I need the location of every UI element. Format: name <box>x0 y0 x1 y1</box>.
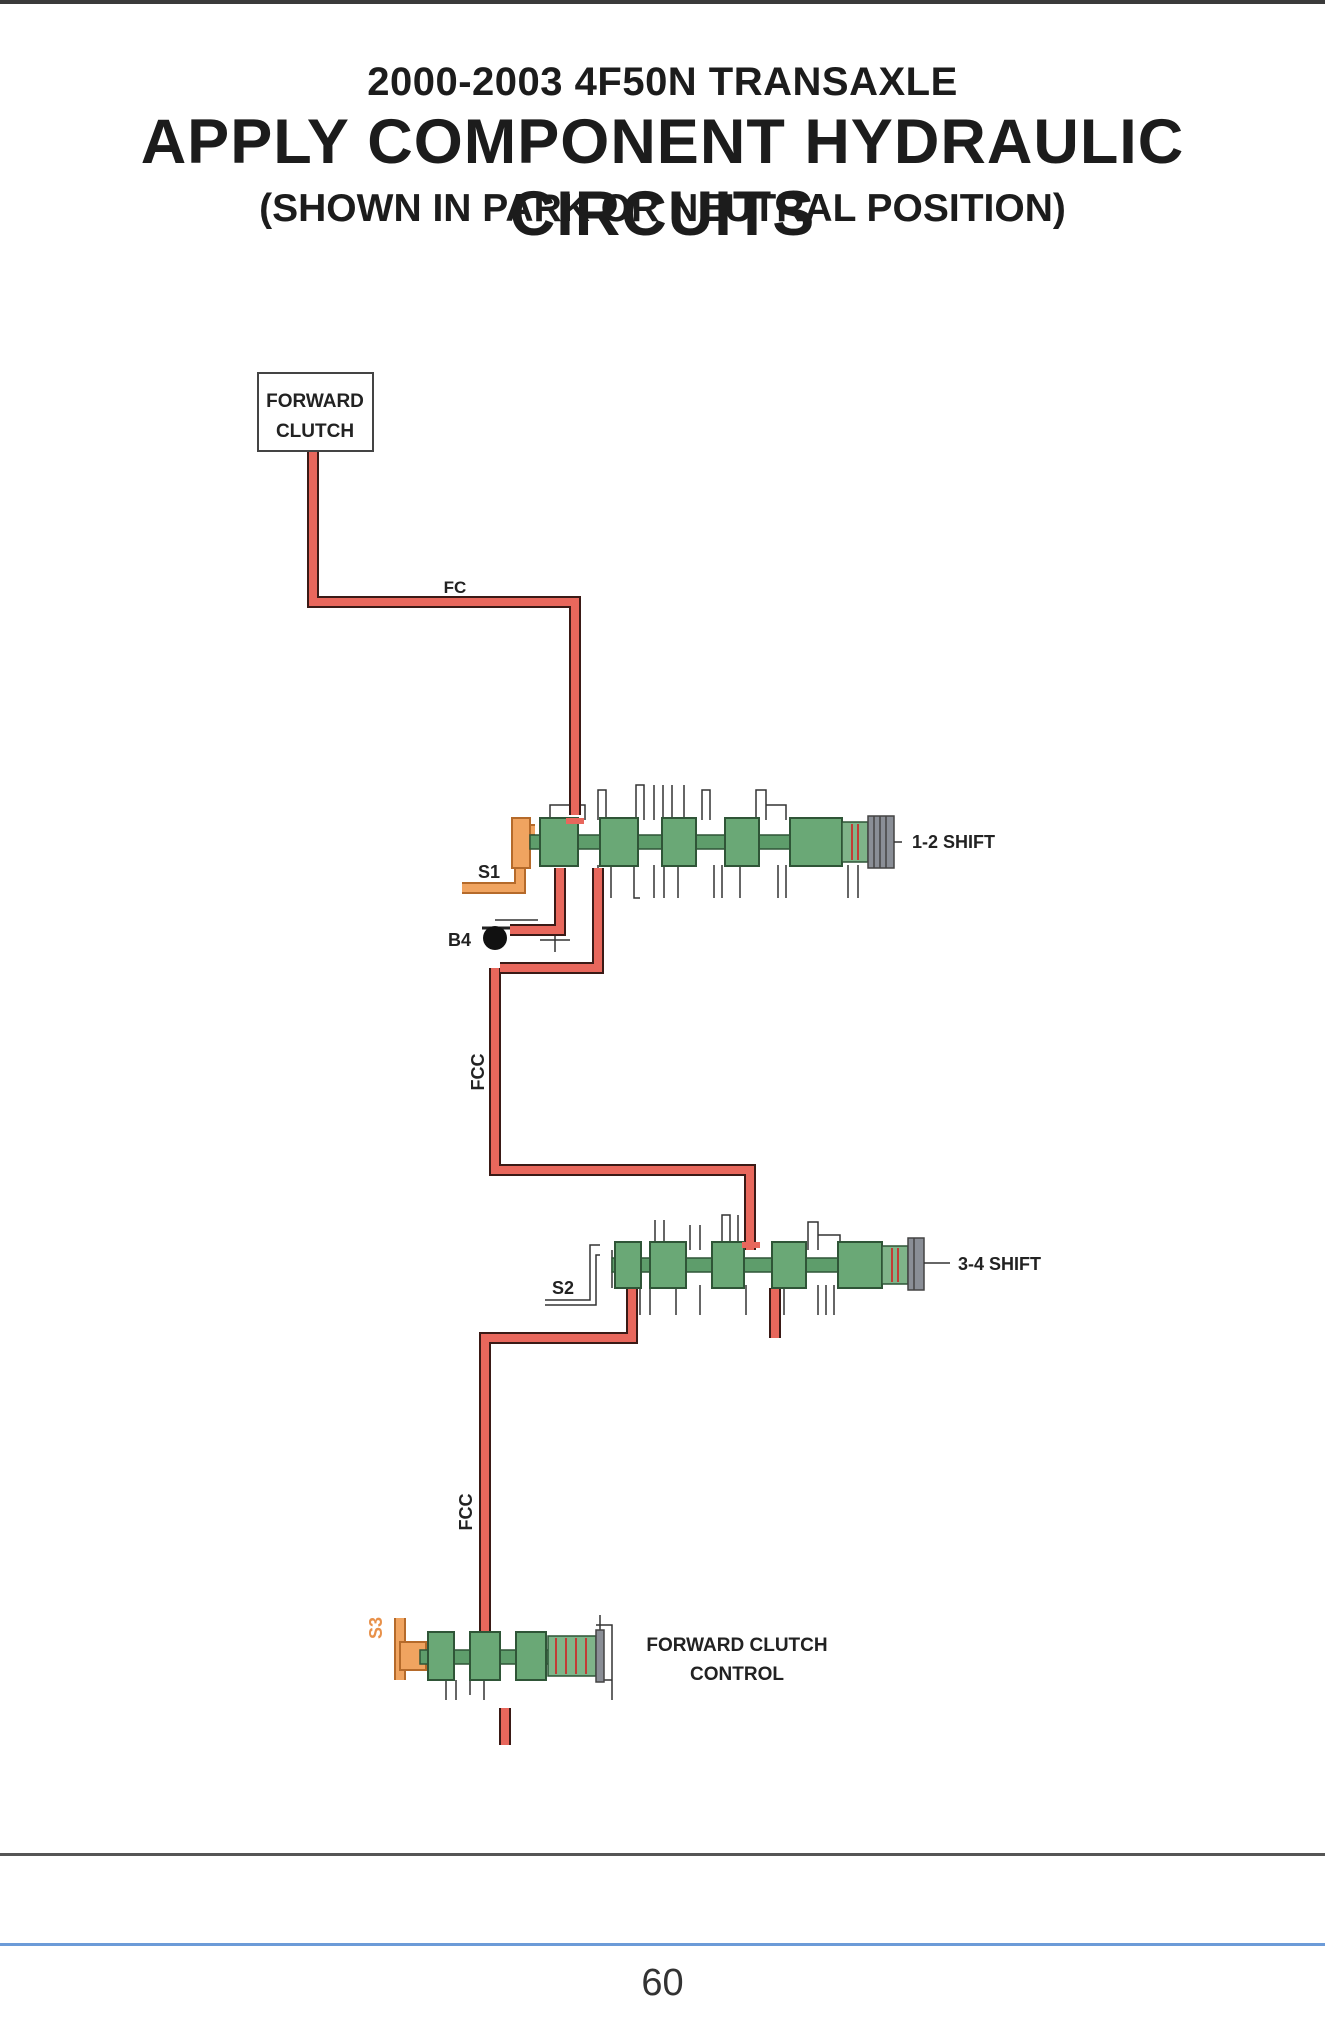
fc-line-label: FC <box>444 578 467 597</box>
shift-12-label: 1-2 SHIFT <box>912 832 995 852</box>
top-rule <box>0 0 1325 4</box>
hydraulic-circuit-diagram: FORWARD CLUTCH FC S1 1-2 SHIFT B4 FCC <box>257 372 1041 1745</box>
s1-label: S1 <box>478 862 500 882</box>
fcc-upper-label: FCC <box>468 1054 488 1091</box>
page-title: APPLY COMPONENT HYDRAULIC CIRCUITS <box>140 107 1185 249</box>
b4-check-ball <box>482 926 510 950</box>
forward-clutch-label-line1: FORWARD <box>266 391 364 412</box>
forward-clutch-box <box>257 372 374 452</box>
shift-34-label: 3-4 SHIFT <box>958 1254 1041 1274</box>
fc-line <box>309 452 579 815</box>
fcc-line-lower <box>481 1288 779 1650</box>
shift-12-valve <box>462 815 902 894</box>
forward-clutch-label-line2: CLUTCH <box>276 421 354 442</box>
fcc-line-upper <box>491 968 754 1250</box>
fcc-branch-upper <box>500 868 602 972</box>
position-note: (SHOWN IN PARK OR NEUTRAL POSITION) <box>259 187 1066 230</box>
forward-clutch-control-valve <box>394 1618 605 1683</box>
page-number: 60 <box>641 1962 684 2004</box>
page-subtitle: 2000-2003 4F50N TRANSAXLE <box>367 60 958 104</box>
s3-label: S3 <box>366 1617 386 1639</box>
fluid-line-outlines <box>307 452 781 1745</box>
fcc-lower-label: FCC <box>456 1494 476 1531</box>
forward-clutch-control-label-line2: CONTROL <box>690 1664 784 1685</box>
b4-label: B4 <box>448 930 471 950</box>
s2-label: S2 <box>552 1278 574 1298</box>
footer-blue-rule <box>0 1943 1325 1946</box>
shift-34-valve <box>611 1237 950 1291</box>
fluid-lines <box>309 452 779 1745</box>
forward-clutch-control-label-line1: FORWARD CLUTCH <box>646 1635 827 1656</box>
valve-bore-outlines <box>445 784 859 1700</box>
bottom-rule <box>0 1853 1325 1856</box>
